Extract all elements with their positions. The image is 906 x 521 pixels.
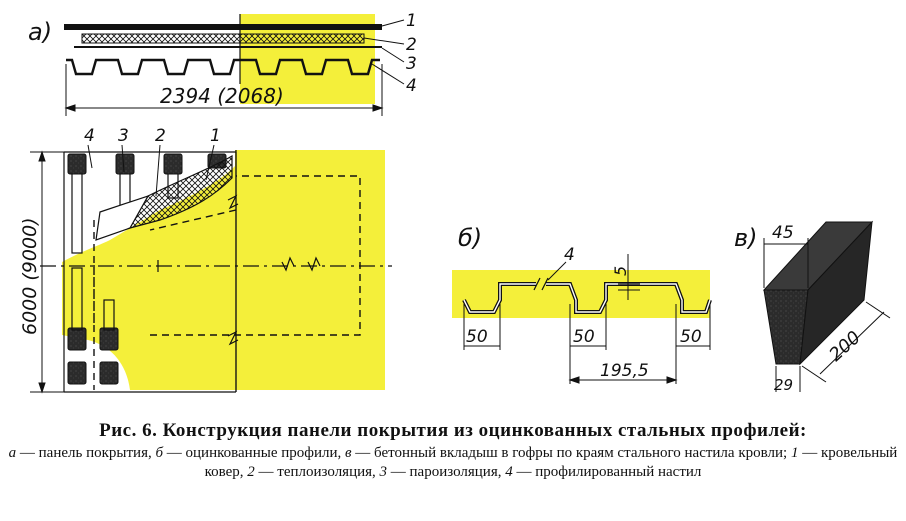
profile-width-2: 50 xyxy=(573,327,595,347)
caption-title: Рис. 6. Конструкция панели покрытия из о… xyxy=(99,420,807,441)
plan-leaders xyxy=(87,144,215,197)
profile-width-1: 50 xyxy=(466,327,488,347)
panel-a-section: а) 1 2 3 4 2394 (2068) xyxy=(28,11,417,116)
plan-label-3: 3 xyxy=(118,126,129,146)
length-dimension: 6000 (9000) xyxy=(19,217,41,335)
plan-vapour-barrier-cutaway xyxy=(95,194,150,241)
plan-label-1: 1 xyxy=(210,126,221,146)
layer-number-4: 4 xyxy=(406,76,417,96)
panel-a-plan: 4 3 2 1 6000 (9000) xyxy=(19,126,392,394)
legend-key-1: 1 xyxy=(790,445,799,461)
height-dimension-line xyxy=(618,254,640,300)
legend-text-4: — профилированный настил xyxy=(512,464,702,480)
layer-number-1: 1 xyxy=(406,11,417,31)
plan-axes xyxy=(40,150,392,392)
width-dimension: 2394 (2068) xyxy=(160,84,284,108)
profile-width-3: 50 xyxy=(680,327,702,347)
legend-key-a: а xyxy=(8,445,17,461)
insert-bottom-dimension: 29 xyxy=(774,376,793,394)
legend-text-2: — теплоизоляция, xyxy=(254,464,380,480)
insert-side-face xyxy=(799,220,873,366)
layer-number-2: 2 xyxy=(406,35,417,55)
layer-number-3: 3 xyxy=(406,54,417,74)
insert-dimension-lines xyxy=(763,238,891,392)
panel-a-label: а) xyxy=(28,18,52,46)
panel-v-label: в) xyxy=(734,224,758,252)
panel-b-profile: б) 4 5 50 50 50 19 xyxy=(452,224,712,384)
legend-text-v: — бетонный вкладыш в гофры по краям стал… xyxy=(351,445,791,461)
legend-text-3: — пароизоляция, xyxy=(387,464,506,480)
panel-v-insert: в) 45 200 29 xyxy=(734,220,891,394)
legend-key-4: 4 xyxy=(505,464,513,480)
legend-text-a: — панель покрытия, xyxy=(16,445,156,461)
plan-label-2: 2 xyxy=(155,126,166,146)
plan-label-4: 4 xyxy=(84,126,95,146)
profile-inner-line xyxy=(463,283,711,313)
profile-callout-leader xyxy=(547,261,567,281)
roofing-carpet-layer xyxy=(64,24,382,30)
profile-callout-4: 4 xyxy=(564,245,575,265)
legend-key-b: б xyxy=(155,445,164,461)
legend-key-3: 3 xyxy=(379,464,388,480)
profile-bottom-dimension-lines xyxy=(463,304,711,384)
length-dimension-line xyxy=(30,150,64,394)
profile-break xyxy=(536,278,546,290)
panel-b-label: б) xyxy=(458,224,482,252)
insulation-layer xyxy=(81,33,365,44)
bottom-corrugation-strips xyxy=(71,267,115,331)
plan-highlight xyxy=(62,150,385,390)
plan-dashed-contour xyxy=(93,175,361,390)
legend-text-1: — кровельный ковер, xyxy=(204,445,898,480)
layer-leaders xyxy=(363,19,405,85)
profile-pitch: 195,5 xyxy=(600,361,649,381)
top-insert-blocks xyxy=(67,153,227,175)
construction-figure: а) 1 2 3 4 2394 (2068) xyxy=(19,11,891,394)
bottom-insert-blocks xyxy=(67,327,119,385)
caption-legend: а — панель покрытия, б — оцинкованные пр… xyxy=(0,444,906,482)
figure-caption: Рис. 6. Конструкция панели покрытия из о… xyxy=(0,418,906,482)
profile-break-marks xyxy=(533,277,549,291)
profiled-deck xyxy=(66,58,380,76)
legend-text-b: — оцинкованные профили, xyxy=(163,445,346,461)
width-dimension-line xyxy=(64,64,384,116)
legend-key-2: 2 xyxy=(247,464,255,480)
plan-insulation-cutaway xyxy=(128,154,233,229)
insert-top-dimension: 45 xyxy=(772,223,794,243)
legend-key-v: в xyxy=(345,445,352,461)
height-dimension: 5 xyxy=(611,266,630,276)
